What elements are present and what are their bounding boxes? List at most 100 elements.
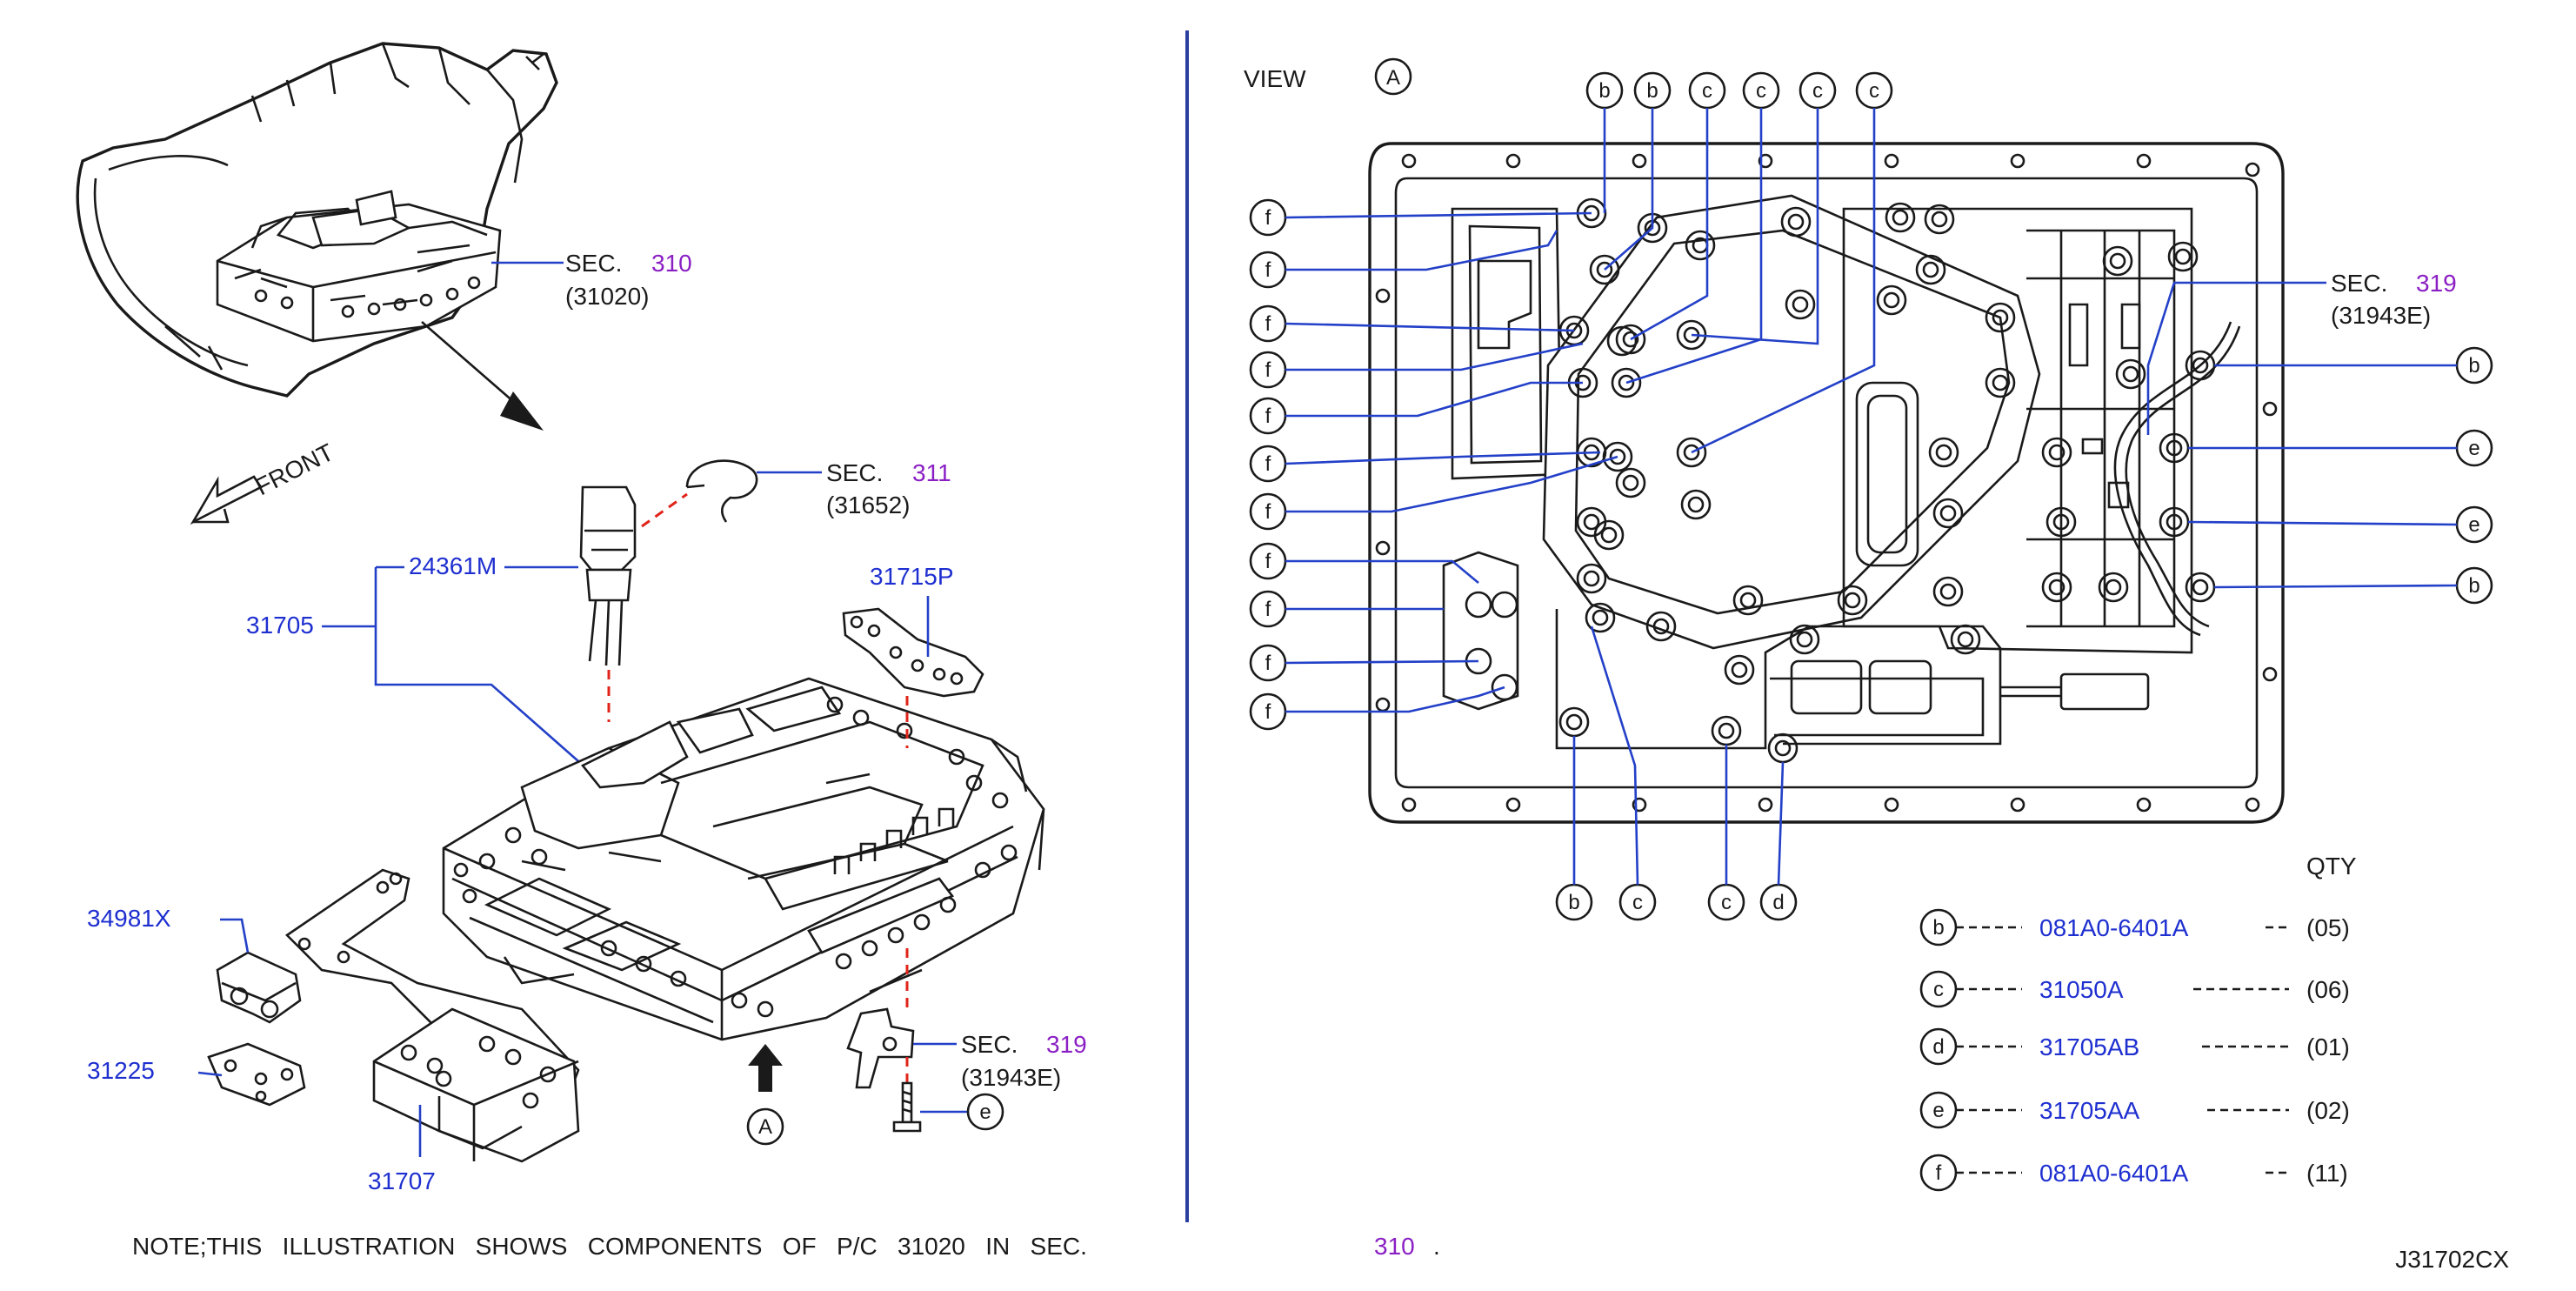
sec-310-subref: (31020) <box>565 283 650 310</box>
drawing-code: J31702CX <box>2395 1246 2509 1273</box>
qty-row-4-letter: e <box>1932 1099 1944 1122</box>
qty-row-3-letter: d <box>1932 1035 1944 1059</box>
footer-note-sec: 310 <box>1374 1233 1415 1260</box>
callout-left-11: f <box>1265 700 1271 724</box>
callout-right-2: e <box>2468 437 2479 460</box>
qty-row: f 081A0-6401A (11) <box>1919 1154 2348 1192</box>
sec-319-right-number: 319 <box>2416 270 2457 297</box>
bottom-callouts: b c c d <box>1555 625 1798 921</box>
callout-bottom-3: c <box>1721 891 1732 914</box>
part-34981x-drawing <box>216 951 302 1024</box>
callout-bottom-1: b <box>1568 891 1579 914</box>
callout-top-3: c <box>1702 79 1712 103</box>
lower-valve-body-31707-drawing <box>284 868 580 1163</box>
sec-319-right-subref: (31943E) <box>2331 302 2431 329</box>
callout-left-8: f <box>1265 550 1271 573</box>
sec-319-right-callout: SEC. 319 (31943E) <box>2146 270 2457 435</box>
callout-left-9: f <box>1265 598 1271 621</box>
footer-note: NOTE;THIS ILLUSTRATION SHOWS COMPONENTS … <box>132 1233 1087 1260</box>
quantity-table: QTY b 081A0-6401A (05) c 31050A (06) d 3… <box>1919 853 2357 1192</box>
callout-top-5: c <box>1812 79 1823 103</box>
qty-header: QTY <box>2306 853 2357 880</box>
qty-row-4-part: 31705AA <box>2039 1097 2140 1124</box>
qty-row-1-part: 081A0-6401A <box>2039 914 2189 941</box>
sec-310-word: SEC. <box>565 250 622 277</box>
sec-311-callout: SEC. 311 (31652) <box>685 459 951 523</box>
right-callouts: b e e b <box>2187 346 2493 605</box>
part-number-24361m: 24361M <box>409 552 497 579</box>
sec-310-number: 310 <box>651 250 692 277</box>
callout-right-4: b <box>2468 574 2479 598</box>
callout-top-4: c <box>1756 79 1766 103</box>
front-direction-arrow: FRONT <box>190 438 338 525</box>
part-number-31715p: 31715P <box>870 563 954 590</box>
qty-row-5-part: 081A0-6401A <box>2039 1160 2189 1187</box>
view-word: VIEW <box>1244 65 1306 92</box>
qty-row-2-letter: c <box>1933 978 1944 1001</box>
qty-row: d 31705AB (01) <box>1919 1027 2350 1066</box>
callout-right-1: b <box>2468 354 2479 378</box>
sec-311-word: SEC. <box>826 459 883 486</box>
sec-311-number: 311 <box>912 459 951 486</box>
view-a-arrow-icon: A <box>746 1044 784 1146</box>
left-callouts: f f f f f f f f f f f <box>1249 198 1618 731</box>
sec-319-right-word: SEC. <box>2331 270 2387 297</box>
qty-row-5-qty: (11) <box>2306 1160 2348 1187</box>
callout-left-2: f <box>1265 258 1271 282</box>
callout-top-2: b <box>1646 79 1658 103</box>
control-valve-body-drawing <box>442 677 1045 1041</box>
transmission-assembly-drawing <box>76 42 558 398</box>
part-number-31705: 31705 <box>246 612 314 639</box>
qty-row-2-part: 31050A <box>2039 976 2124 1003</box>
qty-row-5-letter: f <box>1936 1161 1942 1185</box>
callout-left-5: f <box>1265 405 1271 428</box>
sec-319-left-number: 319 <box>1046 1031 1087 1058</box>
part-number-31225: 31225 <box>87 1057 155 1084</box>
leader-31705 <box>322 565 579 762</box>
view-a-marker-left: A <box>758 1115 772 1139</box>
sensor-bracket-drawing <box>846 948 915 1089</box>
leader-31225 <box>197 1071 223 1077</box>
qty-row-1-qty: (05) <box>2306 914 2350 941</box>
sec-319-left-word: SEC. <box>961 1031 1018 1058</box>
view-a-marker-right: A <box>1386 66 1400 90</box>
qty-row-1-letter: b <box>1932 916 1944 940</box>
qty-row-4-qty: (02) <box>2306 1097 2350 1124</box>
callout-top-1: b <box>1598 79 1610 103</box>
qty-row-2-qty: (06) <box>2306 976 2350 1003</box>
qty-row: b 081A0-6401A (05) <box>1919 908 2350 947</box>
qty-row: c 31050A (06) <box>1919 970 2350 1008</box>
callout-left-7: f <box>1265 500 1271 524</box>
callout-right-3: e <box>2468 513 2479 537</box>
sec-319-left-callout: SEC. 319 (31943E) <box>913 1031 1087 1091</box>
callout-left-4: f <box>1265 358 1271 382</box>
harness-connector-drawing <box>579 485 688 722</box>
qty-row: e 31705AA (02) <box>1919 1091 2350 1129</box>
view-marker-circle <box>1374 57 1412 96</box>
sec-310-callout: SEC. 310 (31020) <box>491 250 692 310</box>
arrow-down-right-icon <box>421 321 544 431</box>
part-number-34981x: 34981X <box>87 905 171 932</box>
qty-row-3-part: 31705AB <box>2039 1033 2139 1060</box>
valve-body-bottom-view-drawing <box>1368 142 2285 824</box>
sec-319-left-subref: (31943E) <box>961 1064 1061 1091</box>
callout-e-left: e <box>979 1100 991 1124</box>
callout-left-3: f <box>1265 312 1271 336</box>
sec-311-subref: (31652) <box>826 492 911 518</box>
footer-note-dot: . <box>1433 1233 1440 1260</box>
part-31225-drawing <box>207 1042 306 1107</box>
bolt-e-drawing: e <box>892 1057 1004 1133</box>
callout-left-10: f <box>1265 652 1271 675</box>
callout-bottom-2: c <box>1632 891 1643 914</box>
part-number-31707: 31707 <box>368 1167 436 1194</box>
callout-left-1: f <box>1265 206 1271 230</box>
callout-left-6: f <box>1265 452 1271 476</box>
front-label: FRONT <box>251 438 338 500</box>
separator-plate-31715p-drawing <box>842 607 984 748</box>
leader-34981x <box>220 918 250 953</box>
callout-top-6: c <box>1869 79 1879 103</box>
callout-bottom-4: d <box>1772 891 1784 914</box>
top-callouts: b b c c c c <box>1585 71 1893 454</box>
qty-row-3-qty: (01) <box>2306 1033 2350 1060</box>
